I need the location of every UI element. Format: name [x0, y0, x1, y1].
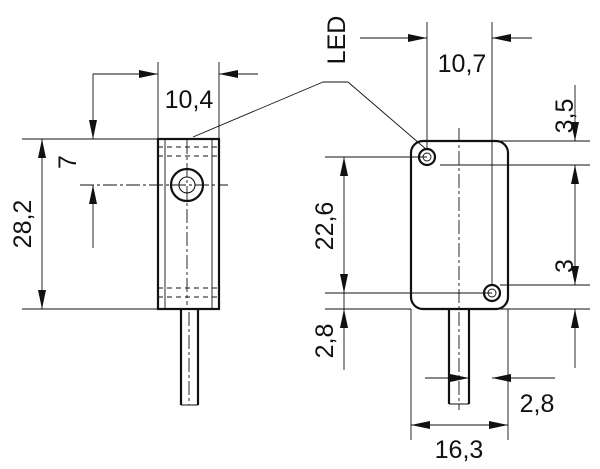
arrowhead	[411, 421, 430, 429]
dim-label: 3	[551, 259, 579, 273]
dim-left-hole-offset: 7	[54, 95, 97, 248]
dim-right-top-offset: 3,5	[440, 85, 590, 166]
dim-label: 28,2	[9, 200, 37, 249]
dim-overall-width: 16,3	[410, 309, 509, 464]
dim-right-hole-gap: 3	[500, 165, 590, 368]
dim-label: 2,8	[311, 324, 339, 359]
led-callout: LED	[192, 16, 428, 151]
arrowhead	[492, 374, 511, 382]
arrowhead	[340, 157, 348, 176]
dim-label: 2,8	[520, 390, 555, 418]
dim-cable-offset: 2,8	[425, 374, 555, 418]
side-view-body	[156, 137, 221, 311]
dim-label: 7	[54, 155, 82, 169]
dim-left-height: 28,2	[9, 138, 158, 310]
dim-label: 22,6	[311, 202, 339, 251]
arrowhead	[450, 374, 469, 382]
dim-label: 3,5	[551, 99, 579, 134]
arrowhead	[89, 185, 97, 204]
arrowhead	[340, 309, 348, 328]
led-label: LED	[323, 16, 351, 65]
dim-label: 10,4	[165, 86, 214, 114]
arrowhead	[139, 70, 158, 78]
front-view	[409, 128, 510, 410]
arrowhead	[489, 421, 508, 429]
dim-label: 16,3	[435, 436, 484, 464]
dim-label: 10,7	[438, 50, 487, 78]
leader-line	[192, 81, 324, 138]
arrowhead	[408, 34, 427, 42]
arrowhead	[38, 290, 46, 309]
arrowhead	[38, 139, 46, 158]
arrowhead	[571, 309, 579, 328]
arrowhead	[89, 120, 97, 139]
dim-right-width-top: 10,7	[360, 22, 532, 285]
arrowhead	[340, 274, 348, 293]
dim-left-width: 10,4	[92, 62, 258, 139]
arrowhead	[571, 122, 579, 141]
front-view-body	[409, 139, 510, 311]
dim-cable-length: 2,8	[311, 293, 411, 370]
arrowhead	[571, 165, 579, 184]
side-view	[80, 137, 228, 406]
arrowhead	[571, 266, 579, 285]
dim-right-height: 22,6	[311, 156, 492, 294]
leader-line	[347, 81, 428, 151]
arrowhead	[492, 34, 511, 42]
arrowhead	[219, 70, 238, 78]
